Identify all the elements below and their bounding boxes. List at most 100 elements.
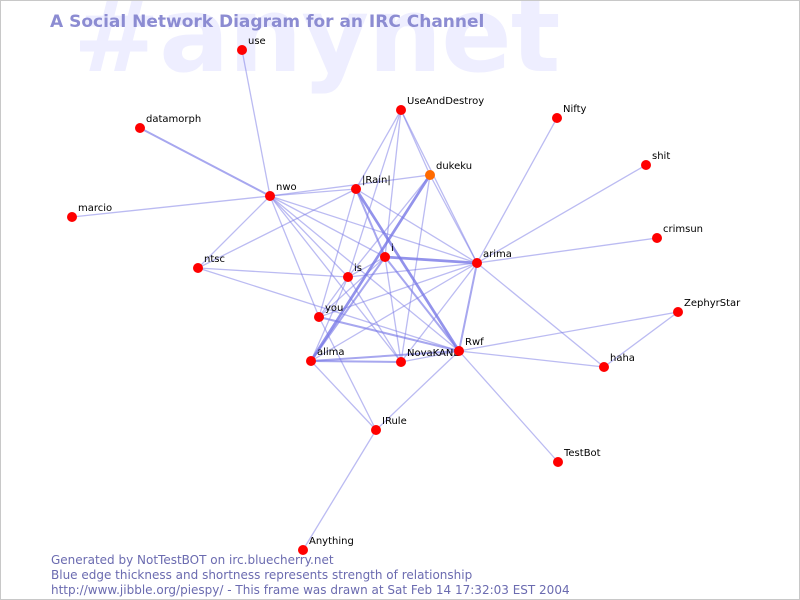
node-nifty: Nifty	[552, 104, 587, 123]
edge-rain-i	[355, 188, 386, 258]
edge-zephyrstar-rwf	[458, 311, 679, 352]
node-rain: |Rain|	[351, 175, 391, 194]
node-label: you	[325, 303, 343, 314]
edge-novakane-rwf	[400, 350, 460, 363]
edge-rwf-irule	[375, 350, 460, 431]
node-label: ZephyrStar	[684, 298, 741, 309]
node-rwf: Rwf	[454, 337, 484, 356]
node-dot	[351, 184, 361, 194]
node-dot	[454, 346, 464, 356]
node-dot	[641, 160, 651, 170]
node-label: shit	[652, 151, 670, 162]
node-label: haha	[610, 353, 635, 364]
node-dot	[472, 258, 482, 268]
node-dot	[343, 272, 353, 282]
node-i: i	[380, 243, 394, 262]
node-label: is	[354, 263, 362, 274]
node-shit: shit	[641, 151, 670, 170]
node-marcio: marcio	[67, 203, 112, 222]
edge-marcio-nwo	[71, 195, 271, 218]
node-zephyrstar: ZephyrStar	[673, 298, 741, 317]
edge-alima-irule	[310, 360, 377, 431]
channel-watermark: #anynet	[73, 0, 560, 96]
node-use: use	[237, 36, 266, 55]
edge-i-is	[347, 256, 386, 278]
edge-arima-novakane	[400, 262, 478, 363]
edge-arima-haha	[476, 262, 605, 368]
edge-rwf-haha	[458, 350, 605, 368]
edge-useanddestroy-i	[384, 109, 402, 258]
node-dot	[553, 457, 563, 467]
edge-is-you	[318, 276, 349, 318]
edge-use-nwo	[241, 49, 271, 197]
edge-ntsc-rwf	[197, 267, 460, 352]
node-label: use	[248, 36, 266, 47]
footer-url-timestamp: http://www.jibble.org/piespy/ - This fra…	[51, 583, 570, 597]
node-dot	[237, 45, 247, 55]
edge-i-you	[318, 256, 386, 318]
node-label: |Rain|	[362, 175, 391, 186]
node-dot	[265, 191, 275, 201]
edge-rwf-testbot	[458, 350, 559, 463]
node-dot	[673, 307, 683, 317]
edge-dukeku-alima	[309, 174, 432, 362]
edge-nwo-novakane	[269, 195, 402, 363]
node-arima: arima	[472, 249, 512, 268]
node-label: alima	[317, 347, 345, 358]
edge-rain-you	[318, 188, 357, 318]
node-label: IRule	[382, 416, 407, 427]
node-datamorph: datamorph	[135, 114, 201, 133]
footer-generated-by: Generated by NotTestBOT on irc.bluecherr…	[51, 553, 334, 567]
node-dot	[552, 113, 562, 123]
diagram-title: A Social Network Diagram for an IRC Chan…	[50, 12, 485, 32]
node-label: nwo	[276, 182, 297, 193]
edge-i-rwf	[384, 256, 460, 352]
node-is: is	[343, 263, 362, 282]
edge-nwo-rain	[269, 188, 357, 197]
node-dot	[380, 252, 390, 262]
node-label: arima	[483, 249, 512, 260]
node-dot	[396, 357, 406, 367]
node-dot	[193, 263, 203, 273]
node-label: datamorph	[146, 114, 201, 125]
edge-rain-arima	[355, 188, 478, 264]
node-useanddestroy: UseAndDestroy	[396, 96, 484, 115]
edge-you-irule	[318, 316, 377, 431]
edge-arima-you	[318, 262, 478, 318]
edge-arima-is	[347, 262, 478, 278]
edge-nwo-ntsc	[197, 195, 271, 269]
node-you: you	[314, 303, 343, 322]
edge-nwo-dukeku	[269, 174, 431, 197]
node-crimsun: crimsun	[652, 224, 703, 243]
node-dot	[652, 233, 662, 243]
node-ntsc: ntsc	[193, 254, 225, 273]
node-label: i	[391, 243, 394, 254]
edge-useanddestroy-is	[347, 109, 402, 278]
edge-nwo-i	[269, 195, 386, 258]
edge-useanddestroy-rain	[355, 109, 402, 190]
node-label: Nifty	[563, 104, 587, 115]
node-testbot: TestBot	[553, 448, 601, 467]
edge-useanddestroy-arima	[400, 109, 478, 264]
edge-you-rwf	[318, 316, 460, 352]
node-alima: alima	[306, 347, 345, 366]
node-dot	[135, 123, 145, 133]
edge-dukeku-novakane	[400, 174, 431, 363]
node-label: Rwf	[465, 337, 484, 348]
edge-alima-rwf	[310, 350, 460, 362]
edge-dukeku-arima	[429, 174, 478, 264]
node-dot	[314, 312, 324, 322]
edge-shit-arima	[476, 164, 647, 264]
node-dot	[371, 425, 381, 435]
edge-nwo-you	[269, 195, 320, 318]
edge-datamorph-nwo	[139, 127, 271, 197]
node-label: marcio	[78, 203, 112, 214]
node-dot	[67, 212, 77, 222]
edge-arima-rwf	[458, 262, 478, 352]
edge-is-novakane	[347, 276, 402, 363]
node-label: ntsc	[204, 254, 225, 265]
node-dot	[599, 362, 609, 372]
node-dot	[425, 170, 435, 180]
